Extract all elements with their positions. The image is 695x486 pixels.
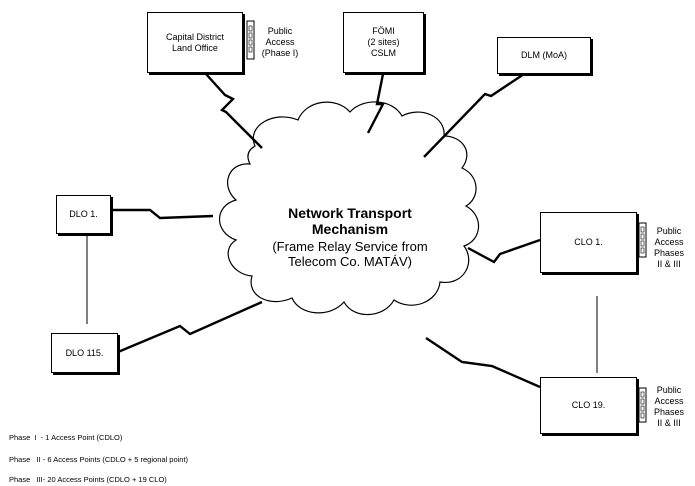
link-dlo115-cloud [117,300,263,354]
phase-3-note: Phase III- 20 Access Points (CDLO + 19 C… [9,475,167,484]
public-access-phase1-label: Public Access (Phase I) [261,26,299,58]
node-fomi: FÖMI (2 sites) CSLM [343,12,424,73]
node-clo-1: CLO 1. [540,212,637,273]
cloud-title: Network Transport Mechanism [288,205,412,237]
public-access-clo19-label: Public Access Phases II & III [653,385,685,428]
node-capital-district-land-office: Capital District Land Office [147,12,243,73]
link-dlo1-cloud [107,208,214,220]
node-clo-19: CLO 19. [540,377,637,434]
modem-icon-clo19 [638,387,647,423]
link-clo19-cloud [425,337,541,389]
link-dlm-cloud [423,73,525,158]
public-access-clo1-label: Public Access Phases II & III [653,226,685,269]
node-dlo-1: DLO 1. [56,195,111,234]
node-dlo-115: DLO 115. [51,333,118,373]
link-capital-cloud [205,73,263,149]
phase-2-note: Phase II - 6 Access Points (CDLO + 5 reg… [9,455,189,464]
phase-1-note: Phase I - 1 Access Point (CDLO) [9,433,123,442]
modem-icon-phase1 [246,20,255,60]
link-clo1-cloud [467,238,541,264]
modem-icon-clo1 [638,222,647,258]
node-dlm: DLM (MoA) [497,37,591,74]
link-fomi-cloud [366,73,385,134]
cloud-subtitle: (Frame Relay Service from Telecom Co. MA… [272,239,428,269]
